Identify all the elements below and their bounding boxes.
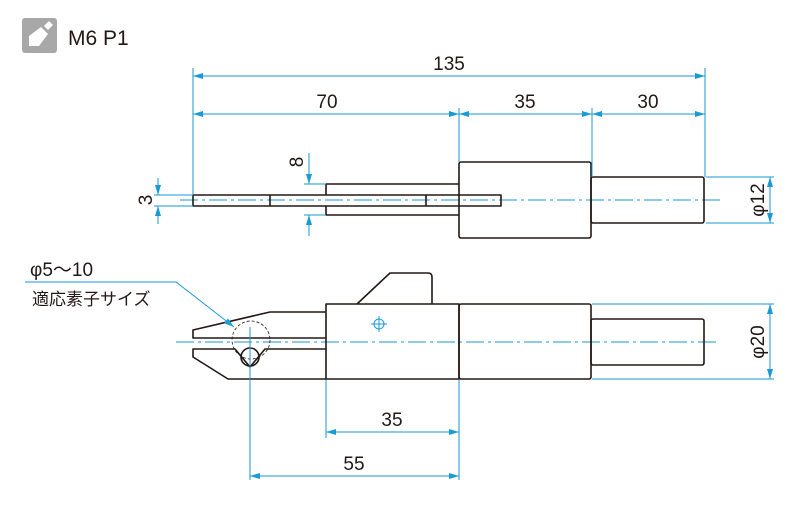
- pen-nib-icon: [22, 18, 57, 53]
- side-view: φ5〜10 適応素子サイズ 35 55 φ20: [25, 260, 774, 480]
- page-title: M6 P1: [68, 27, 129, 50]
- dim-shaft-diameter: φ12: [748, 183, 769, 216]
- blade: [192, 194, 502, 207]
- dim-body-diameter: φ20: [748, 325, 769, 358]
- shaft: [590, 176, 705, 224]
- clamp-lever: [356, 272, 433, 305]
- element-size-range: φ5〜10: [30, 260, 93, 281]
- upper-jaw: [192, 311, 326, 339]
- dim-blade-thickness: 3: [136, 195, 157, 206]
- element-size-label: 適応素子サイズ: [32, 290, 151, 310]
- dim-grip-to-body: 55: [343, 454, 364, 475]
- max-element-circle: [231, 320, 271, 360]
- dim-body-length: 35: [514, 92, 535, 113]
- dim-holder-thickness: 8: [287, 157, 308, 168]
- top-view: 135 70 35 30 3 8 φ12: [136, 54, 774, 239]
- leader-line: [25, 281, 235, 328]
- dim-blade-length: 70: [316, 92, 337, 113]
- dim-overall-length: 135: [433, 54, 465, 75]
- shaft: [590, 318, 705, 366]
- dim-holder-length: 35: [381, 410, 402, 431]
- dim-shaft-length: 30: [637, 92, 658, 113]
- crosshair-icon: [371, 316, 387, 332]
- lower-jaw: [192, 348, 326, 380]
